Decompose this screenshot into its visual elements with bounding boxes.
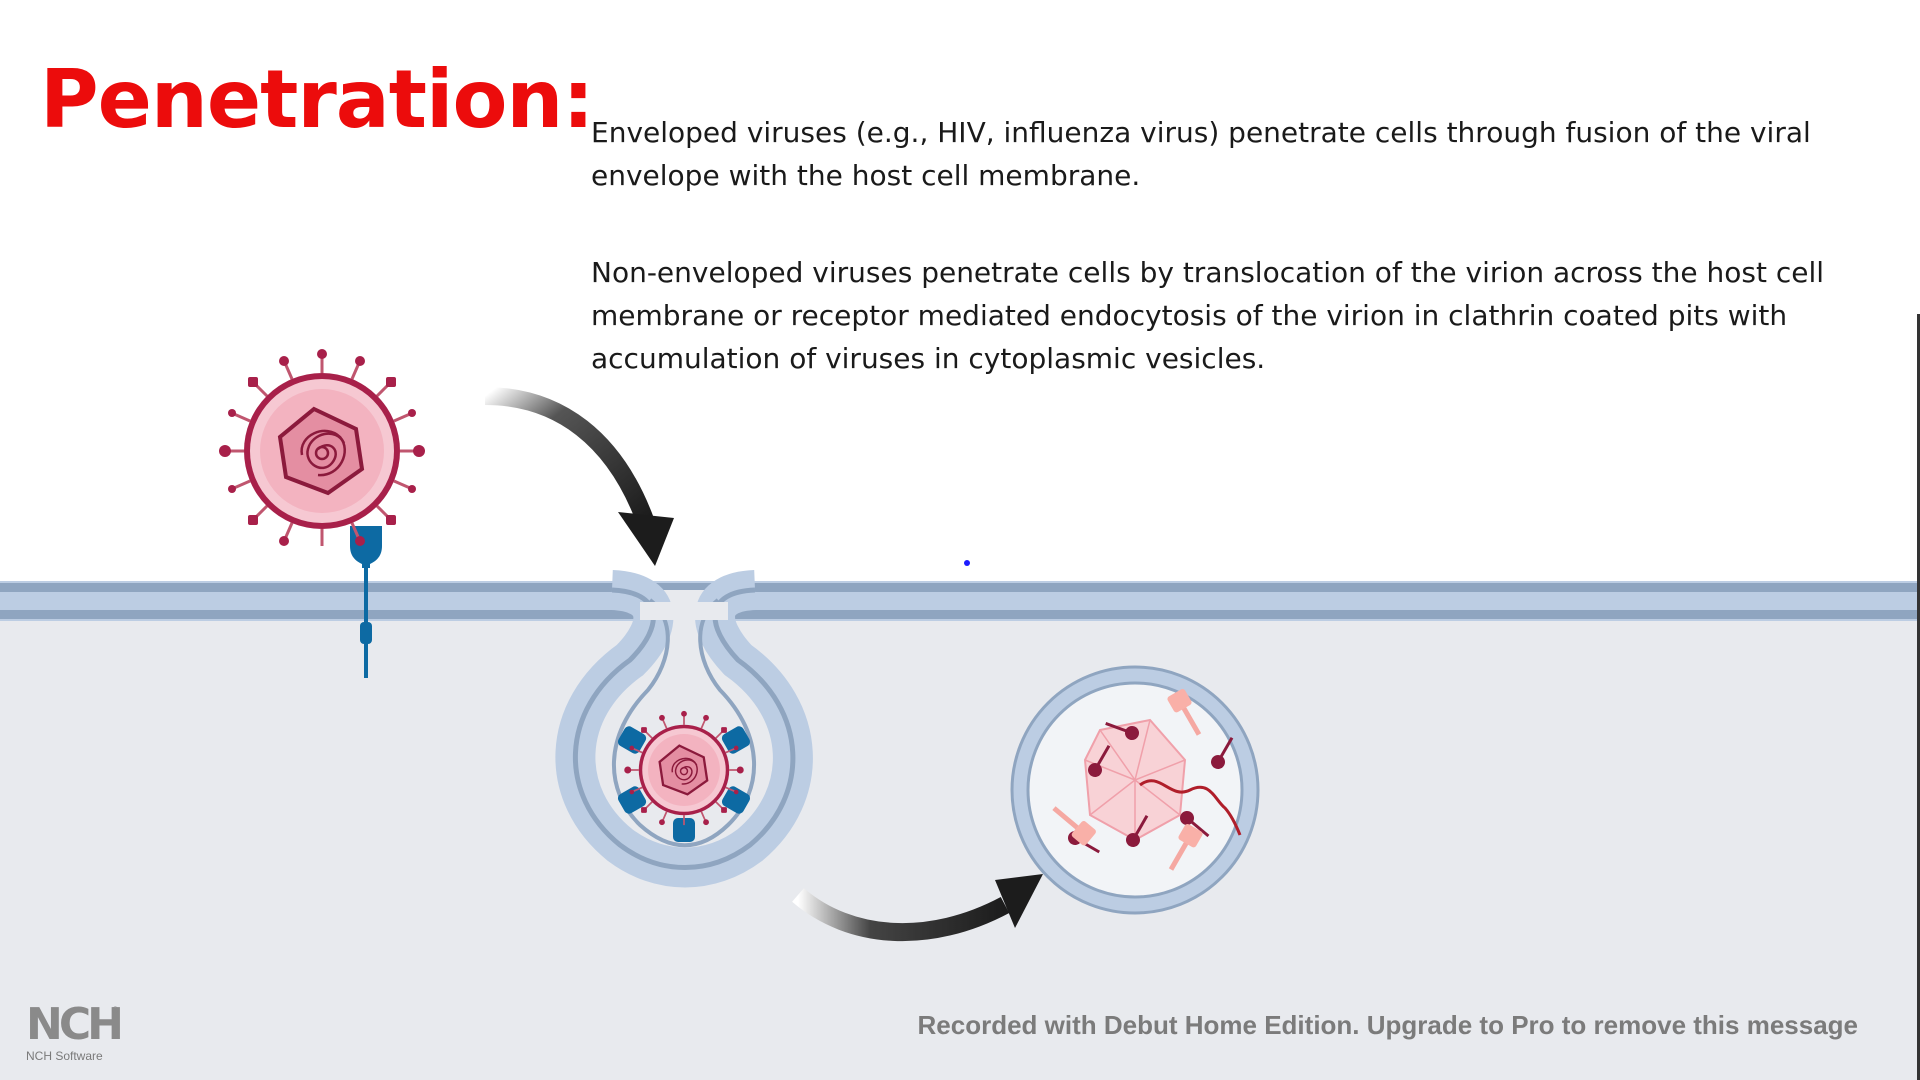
nch-logo-mark: NCH xyxy=(26,999,124,1050)
nch-logo-subtitle: NCH Software xyxy=(26,1049,103,1063)
cytoplasmic-vesicle xyxy=(1010,665,1260,915)
cytoplasm xyxy=(0,602,1920,1080)
curved-arrow-right-icon xyxy=(792,874,1043,942)
cursor-dot xyxy=(964,560,970,566)
curved-arrow-down-icon xyxy=(484,387,674,566)
nch-logo: NCH ® NCH Software xyxy=(26,999,124,1067)
paragraph-non-enveloped: Non-enveloped viruses penetrate cells by… xyxy=(591,256,1824,375)
trademark-icon: ® xyxy=(112,1005,119,1015)
window-edge xyxy=(1917,314,1920,1080)
recording-watermark: Recorded with Debut Home Edition. Upgrad… xyxy=(917,1010,1858,1040)
slide-title: Penetration: xyxy=(40,53,594,146)
paragraph-enveloped: Enveloped viruses (e.g., HIV, influenza … xyxy=(591,116,1811,192)
